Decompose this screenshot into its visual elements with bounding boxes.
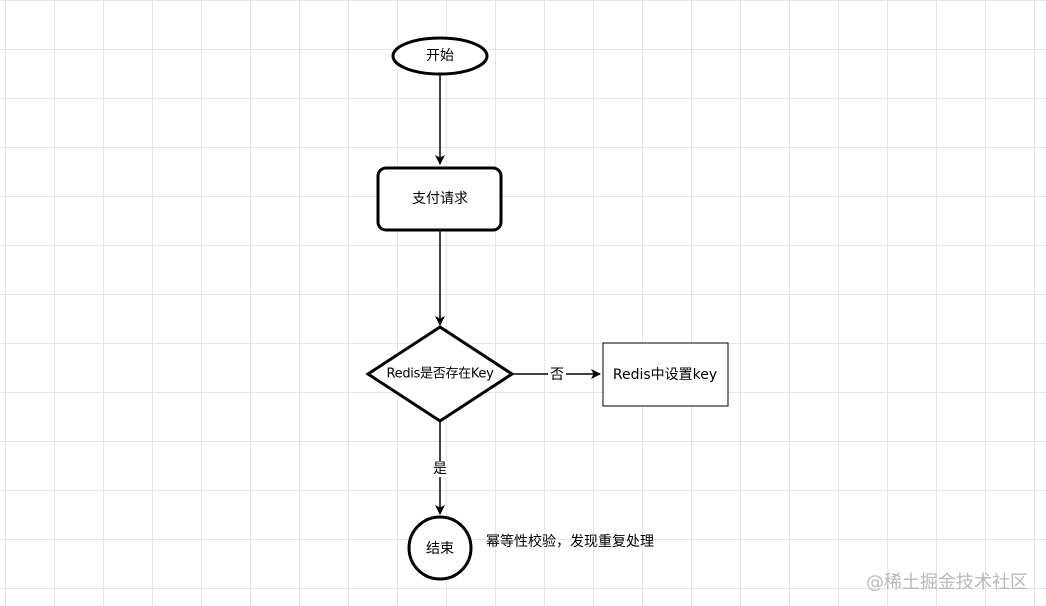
watermark: @稀土掘金技术社区 [866, 572, 1028, 593]
start-node[interactable] [391, 36, 489, 76]
edge-label-no: 否 [548, 367, 566, 383]
redis-set-key-node[interactable] [602, 342, 729, 407]
edge-label-yes: 是 [431, 461, 449, 477]
start-node-label: 开始 [426, 48, 454, 64]
end-node[interactable] [407, 515, 473, 581]
end-node-label: 结束 [426, 541, 454, 557]
redis-key-check-label: Redis是否存在Key [386, 366, 494, 382]
end-annotation: 幂等性校验，发现重复处理 [486, 534, 654, 550]
redis-key-check-node[interactable] [365, 325, 515, 423]
payment-request-node[interactable] [376, 166, 503, 232]
redis-set-key-label: Redis中设置key [612, 367, 718, 383]
payment-request-label: 支付请求 [412, 191, 468, 207]
